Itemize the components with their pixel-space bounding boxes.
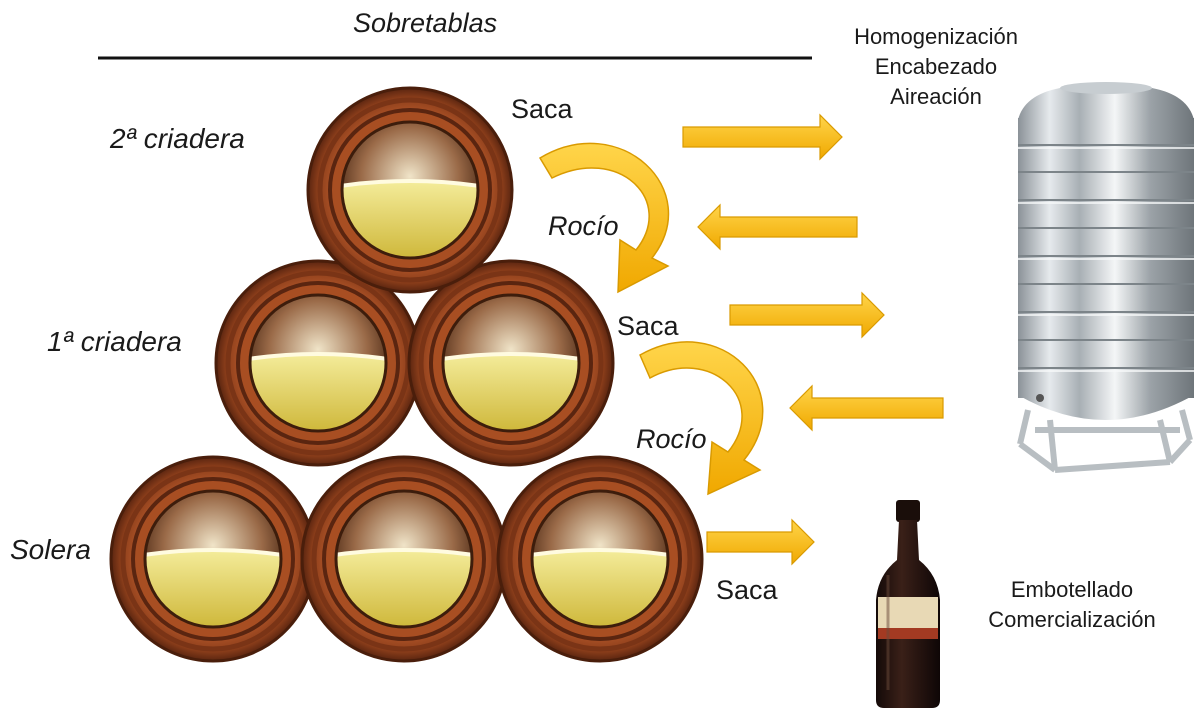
wine-bottle-icon bbox=[876, 500, 940, 708]
saca-label: Saca bbox=[617, 311, 679, 341]
barrel-icon bbox=[409, 261, 613, 465]
tank-process-item: Aireación bbox=[890, 84, 982, 109]
arrow-left-icon bbox=[697, 203, 858, 251]
level-label-solera: Solera bbox=[10, 534, 91, 565]
arrow-right-icon bbox=[729, 291, 885, 339]
bottle-process-list: Embotellado Comercialización bbox=[972, 575, 1172, 635]
rocio-arrow-top bbox=[538, 142, 670, 294]
barrel-icon bbox=[302, 457, 506, 661]
rocio-label: Rocío bbox=[636, 424, 707, 454]
barrel-icon bbox=[498, 457, 702, 661]
arrow-left-icon bbox=[789, 384, 944, 432]
barrel-icon bbox=[216, 261, 420, 465]
bottle-process-item: Comercialización bbox=[988, 607, 1156, 632]
tank-process-list: Homogenización Encabezado Aireación bbox=[836, 22, 1036, 112]
bottle-process-item: Embotellado bbox=[1010, 577, 1134, 602]
level-label-1a-criadera: 1ª criadera bbox=[47, 326, 182, 357]
rocio-arrow-middle bbox=[639, 341, 764, 496]
barrel-icon bbox=[111, 457, 315, 661]
saca-label: Saca bbox=[716, 575, 778, 605]
stainless-tank-icon bbox=[1017, 82, 1194, 473]
tank-process-item: Homogenización bbox=[854, 24, 1018, 49]
rocio-label: Rocío bbox=[548, 211, 619, 241]
diagram-title: Sobretablas bbox=[353, 8, 498, 38]
level-label-2a-criadera: 2ª criadera bbox=[110, 123, 245, 154]
arrow-right-icon bbox=[706, 518, 815, 566]
barrel-icon bbox=[308, 88, 512, 292]
arrow-right-icon bbox=[682, 113, 843, 161]
tank-process-item: Encabezado bbox=[874, 54, 998, 79]
flow-arrows bbox=[682, 113, 944, 566]
saca-label: Saca bbox=[511, 94, 573, 124]
barrel-stack bbox=[111, 88, 702, 661]
